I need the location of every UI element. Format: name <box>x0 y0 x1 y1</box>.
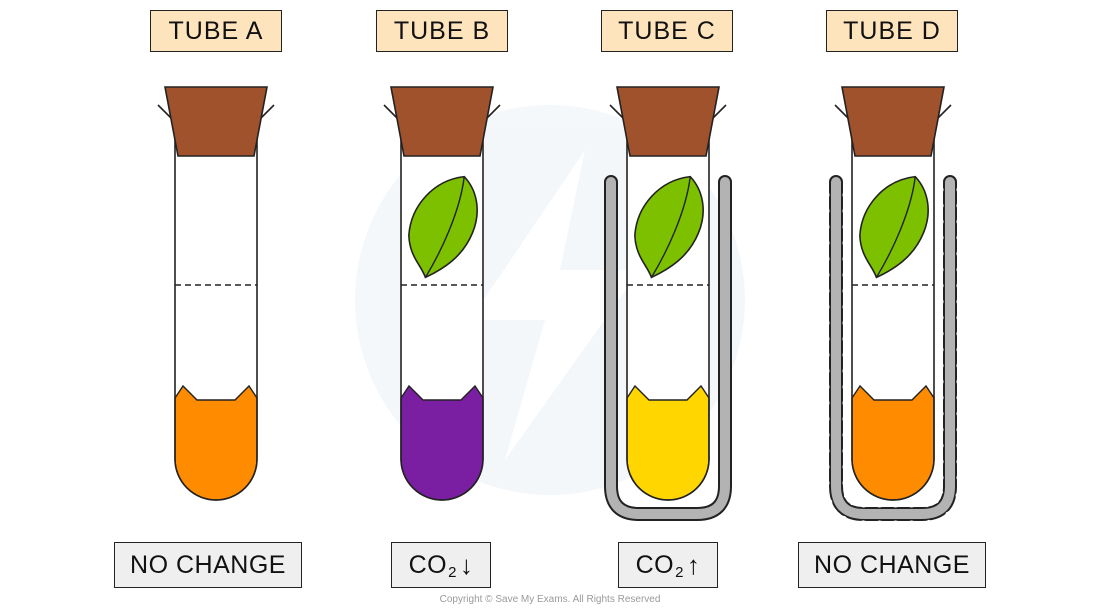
indicator-liquid <box>400 384 484 501</box>
tube-glass-outline <box>851 120 935 501</box>
cover-gauze <box>831 177 955 519</box>
leaf-icon <box>859 175 929 279</box>
cork-bung <box>841 86 945 157</box>
tube-c-label: TUBE C <box>601 10 733 52</box>
tube-d-result-text: NO CHANGE <box>814 550 970 579</box>
leaf-midrib <box>424 176 465 278</box>
indicator-liquid <box>174 384 258 501</box>
leaf-midrib <box>875 176 916 278</box>
indicator-liquid <box>626 384 710 501</box>
indicator-liquid <box>851 384 935 501</box>
cork-bung <box>164 86 268 157</box>
tube-a <box>157 86 275 501</box>
leaf-icon <box>634 175 704 279</box>
tube-a-label: TUBE A <box>150 10 282 52</box>
copyright-notice: Copyright © Save My Exams. All Rights Re… <box>439 594 661 605</box>
cover-solid <box>606 177 730 519</box>
tube-d-label: TUBE D <box>826 10 958 52</box>
tube-a-result: NO CHANGE <box>114 542 302 588</box>
tube-glass-outline <box>400 120 484 501</box>
leaf-midrib <box>650 176 691 278</box>
cork-bung <box>616 86 720 157</box>
tube-b-label: TUBE B <box>376 10 508 52</box>
tube-d-result: NO CHANGE <box>798 542 986 588</box>
tube-c-result-main: CO <box>635 550 675 579</box>
tube-d <box>829 86 957 521</box>
tube-c <box>604 86 732 521</box>
arrow-down-icon: ↓ <box>459 549 474 580</box>
tube-glass-outline <box>626 120 710 501</box>
tube-b-result-sub: 2 <box>448 563 457 581</box>
tube-glass-outline <box>174 120 258 501</box>
tube-b-result-main: CO <box>408 550 448 579</box>
tube-a-result-text: NO CHANGE <box>130 550 286 579</box>
arrow-up-icon: ↑ <box>686 549 701 580</box>
tube-c-result-sub: 2 <box>675 563 684 581</box>
tube-b <box>383 86 501 501</box>
leaf-icon <box>408 175 478 279</box>
cork-bung <box>390 86 494 157</box>
